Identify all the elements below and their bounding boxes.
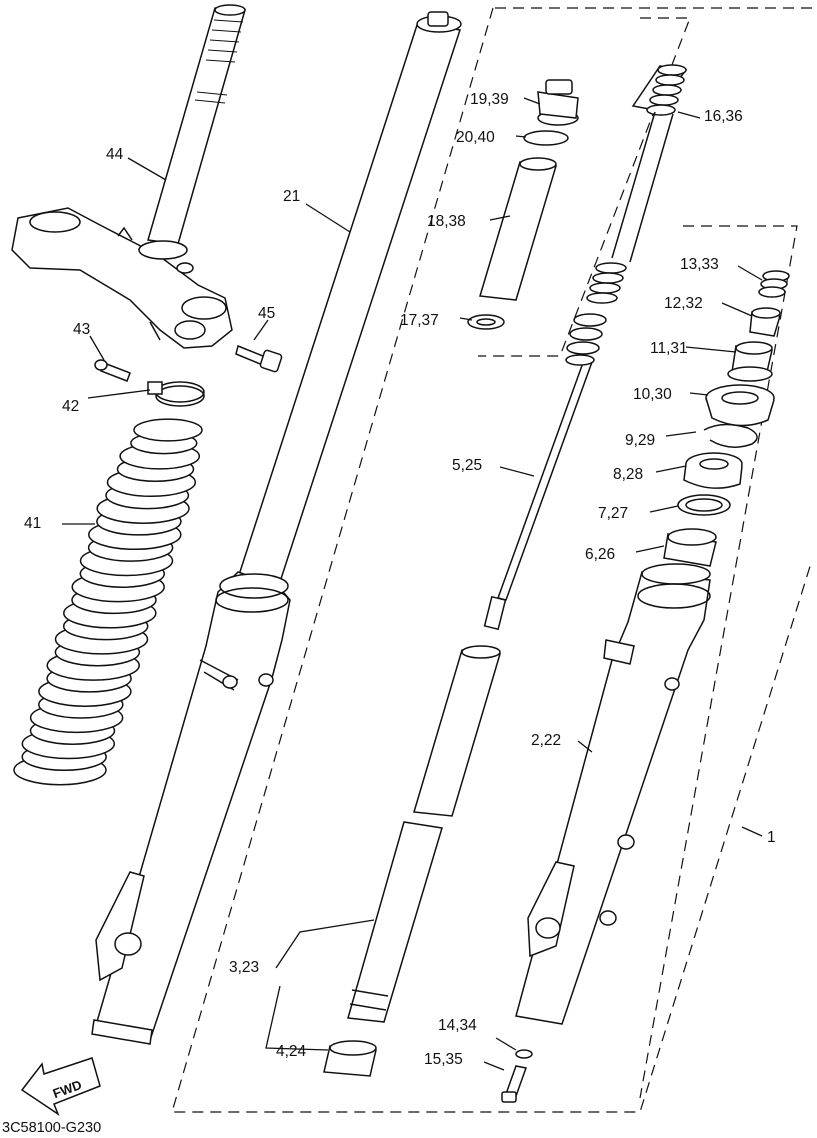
outer-tube-2 xyxy=(515,563,711,1025)
leader-lines xyxy=(62,97,763,1071)
fork-leg-21 xyxy=(91,11,462,1045)
callout-16-36: 16,36 xyxy=(704,108,743,125)
callout-42: 42 xyxy=(62,398,79,415)
oil-seal-8 xyxy=(683,452,743,489)
callout-5-25: 5,25 xyxy=(452,457,482,474)
callout-9-29: 9,29 xyxy=(625,432,655,449)
callout-3-23: 3,23 xyxy=(229,959,259,976)
callout-19-39: 19,39 xyxy=(470,91,509,108)
callout-18-38: 18,38 xyxy=(427,213,466,230)
bolt-45 xyxy=(235,344,283,373)
callout-2-22: 2,22 xyxy=(531,732,561,749)
callout-12-32: 12,32 xyxy=(664,295,703,312)
washer-14 xyxy=(515,1049,533,1059)
callout-20-40: 20,40 xyxy=(456,129,495,146)
boot-band-42 xyxy=(147,381,205,407)
slide-metal-4 xyxy=(323,1040,377,1077)
callout-1: 1 xyxy=(767,829,776,846)
callout-17-37: 17,37 xyxy=(400,312,439,329)
callout-13-33: 13,33 xyxy=(680,256,719,273)
callout-21: 21 xyxy=(283,188,300,205)
bolt-43 xyxy=(94,359,131,382)
bolt-15 xyxy=(501,1065,527,1103)
drawing-code: 3C58100-G230 xyxy=(2,1120,101,1136)
o-ring-20 xyxy=(523,130,569,146)
callout-6-26: 6,26 xyxy=(585,546,615,563)
callout-labels: 1 2,22 3,23 4,24 5,25 6,26 7,27 8,28 9,2… xyxy=(24,91,776,1068)
callout-7-27: 7,27 xyxy=(598,505,628,522)
retaining-clip-9 xyxy=(703,423,758,448)
callout-15-35: 15,35 xyxy=(424,1051,463,1068)
callout-45: 45 xyxy=(258,305,275,322)
piston-ring-12 xyxy=(749,307,781,337)
callout-14-34: 14,34 xyxy=(438,1017,477,1034)
damper-rod-seat-11 xyxy=(727,341,773,382)
spring-13 xyxy=(758,270,790,298)
callout-41: 41 xyxy=(24,515,41,532)
spacer-18 xyxy=(479,157,557,301)
fork-boot-41 xyxy=(13,418,203,786)
callout-43: 43 xyxy=(73,321,90,338)
callout-11-31: 11,31 xyxy=(650,340,688,357)
callout-44: 44 xyxy=(106,146,124,163)
callout-8-28: 8,28 xyxy=(613,466,643,483)
boot-rib xyxy=(133,418,203,442)
inner-tube-3 xyxy=(347,645,501,1023)
slide-metal-6 xyxy=(663,528,717,567)
damper-rod-5 xyxy=(483,313,607,631)
fwd-arrow-icon: FWD xyxy=(20,1057,101,1116)
fork-spring-16 xyxy=(586,64,688,304)
group-outline-cap-assembly xyxy=(478,17,691,357)
group-outline-damper-assembly xyxy=(639,225,798,1099)
washer-17 xyxy=(467,314,505,330)
dust-seal-10 xyxy=(705,384,775,427)
callout-4-24: 4,24 xyxy=(276,1043,307,1060)
cap-bolt-19 xyxy=(537,79,579,126)
washer-7 xyxy=(677,494,731,516)
steering-stem-under-bracket xyxy=(11,4,246,349)
callout-10-30: 10,30 xyxy=(633,386,672,403)
